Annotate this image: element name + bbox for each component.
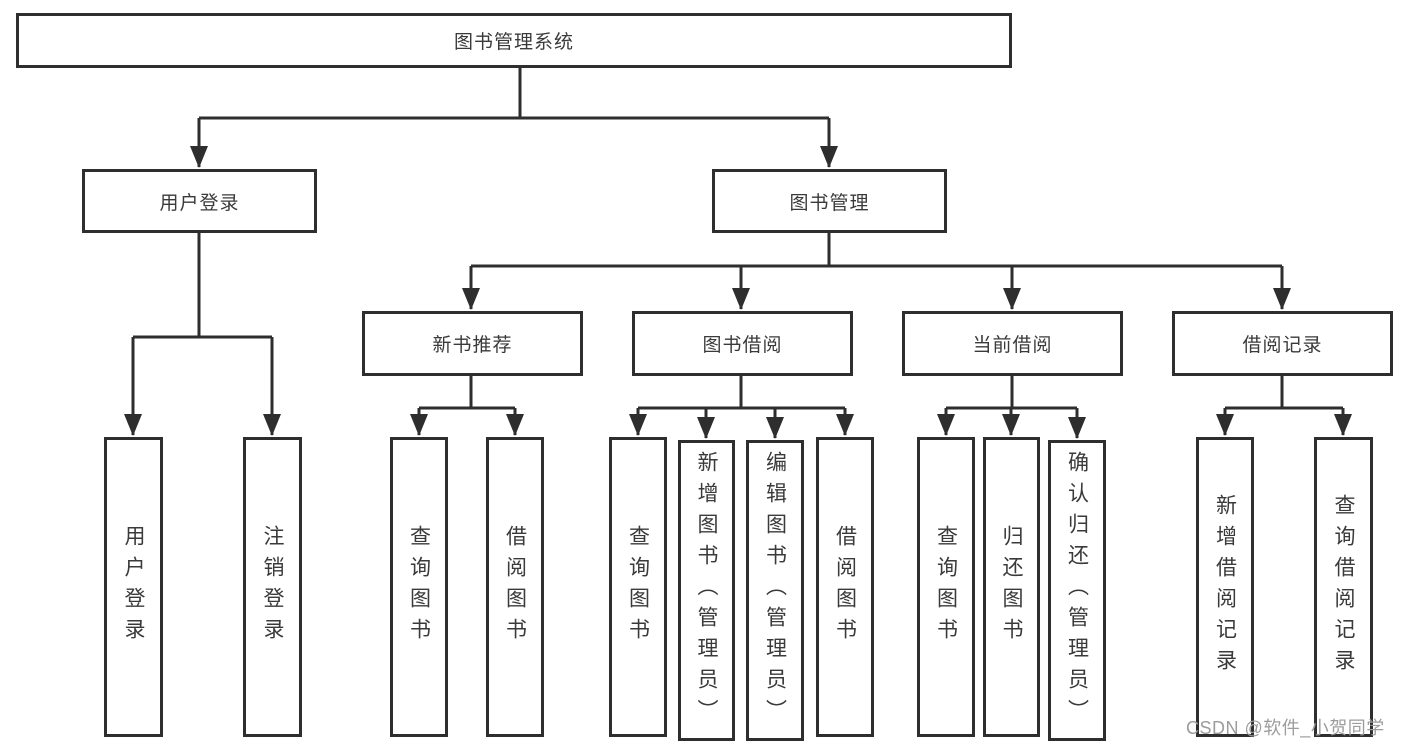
node-label: 注销登录 bbox=[261, 525, 284, 649]
node-label: 查询借阅记录 bbox=[1332, 494, 1355, 680]
leaf-logout: 注销登录 bbox=[243, 437, 302, 737]
node-label: 图书管理系统 bbox=[453, 32, 574, 53]
node-book-borrow: 图书借阅 bbox=[632, 311, 853, 376]
leaf-return-book: 归还图书 bbox=[983, 437, 1040, 737]
node-book-management: 图书管理 bbox=[712, 169, 947, 233]
node-label: 新增借阅记录 bbox=[1213, 494, 1237, 680]
node-current-borrow: 当前借阅 bbox=[902, 311, 1123, 376]
node-new-book-recommend: 新书推荐 bbox=[362, 311, 583, 376]
leaf-query-book-2: 查询图书 bbox=[609, 437, 667, 737]
node-label: 借阅记录 bbox=[1242, 335, 1323, 356]
node-label: 图书借阅 bbox=[702, 335, 783, 356]
leaf-user-login: 用户登录 bbox=[104, 437, 163, 737]
node-borrow-record: 借阅记录 bbox=[1172, 311, 1393, 376]
node-label: 归还图书 bbox=[1000, 525, 1023, 649]
node-root: 图书管理系统 bbox=[16, 13, 1012, 68]
node-label: 查询图书 bbox=[934, 525, 958, 649]
node-user-login: 用户登录 bbox=[82, 169, 317, 233]
leaf-confirm-return-admin: 确认归还（管理员） bbox=[1048, 440, 1106, 741]
node-label: 用户登录 bbox=[122, 525, 145, 649]
leaf-borrow-book-2: 借阅图书 bbox=[816, 437, 874, 737]
node-label: 借阅图书 bbox=[503, 525, 527, 649]
leaf-query-book-3: 查询图书 bbox=[917, 437, 975, 737]
node-label: 确认归还（管理员） bbox=[1065, 451, 1089, 730]
node-label: 借阅图书 bbox=[833, 525, 857, 649]
leaf-query-borrow-record: 查询借阅记录 bbox=[1314, 437, 1373, 737]
leaf-add-book-admin: 新增图书（管理员） bbox=[678, 440, 735, 741]
leaf-add-borrow-record: 新增借阅记录 bbox=[1196, 437, 1254, 737]
node-label: 用户登录 bbox=[159, 192, 240, 214]
leaf-borrow-book-1: 借阅图书 bbox=[486, 437, 544, 737]
leaf-query-book-1: 查询图书 bbox=[390, 437, 448, 737]
leaf-edit-book-admin: 编辑图书（管理员） bbox=[746, 440, 804, 741]
node-label: 当前借阅 bbox=[972, 335, 1053, 356]
node-label: 查询图书 bbox=[407, 525, 431, 649]
node-label: 新增图书（管理员） bbox=[695, 451, 718, 730]
node-label: 编辑图书（管理员） bbox=[763, 451, 787, 730]
node-label: 查询图书 bbox=[626, 525, 650, 649]
watermark: CSDN @软件_小贺同学 bbox=[1186, 718, 1385, 738]
node-label: 图书管理 bbox=[789, 192, 870, 214]
node-label: 新书推荐 bbox=[432, 335, 513, 356]
